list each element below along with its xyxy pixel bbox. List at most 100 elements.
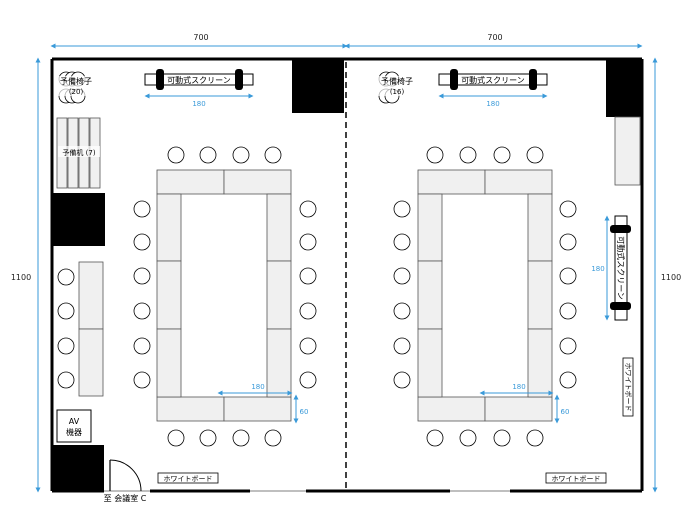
dimension-label: 60 (561, 408, 570, 416)
av-label: 機器 (66, 427, 82, 437)
table (417, 193, 443, 262)
dimension-label: 1100 (11, 273, 31, 282)
chair (526, 146, 544, 164)
chair (526, 429, 544, 447)
chair (559, 267, 577, 285)
dimension-label: 180 (591, 265, 604, 273)
table (156, 169, 225, 195)
movable-screen-right: 可動式スクリーン 180 (438, 69, 548, 108)
whiteboard-left: ホワイトボード (157, 472, 219, 484)
chair (133, 302, 151, 320)
chair (559, 337, 577, 355)
chair (133, 200, 151, 218)
dimension-label: 180 (486, 100, 499, 108)
chair (493, 146, 511, 164)
chair (57, 337, 75, 355)
spare-chairs-right: 予備椅子 (16) (378, 71, 416, 104)
whiteboard-right: ホワイトボード (545, 472, 607, 484)
chair (426, 146, 444, 164)
chair (57, 371, 75, 389)
chair (133, 371, 151, 389)
table (156, 328, 182, 398)
chair (133, 267, 151, 285)
side-cabinet (614, 116, 641, 186)
chair (133, 337, 151, 355)
wall-table-group (57, 261, 104, 397)
table (484, 396, 553, 422)
whiteboard-side: ホワイトボード (622, 357, 634, 417)
spare-chairs-count: (20) (69, 88, 84, 96)
pillar (292, 59, 344, 113)
table (417, 328, 443, 398)
chair (559, 200, 577, 218)
table (156, 193, 182, 262)
table (78, 261, 104, 330)
pillar (52, 193, 105, 246)
chair (299, 200, 317, 218)
table (223, 169, 292, 195)
dimension-width-right: 700 (344, 33, 643, 49)
spare-chairs-left: 予備椅子 (20) (58, 71, 94, 104)
chair (393, 200, 411, 218)
table (417, 169, 486, 195)
chair (299, 371, 317, 389)
chair (167, 429, 185, 447)
chair (459, 429, 477, 447)
chair (559, 371, 577, 389)
dimension-label: 700 (487, 33, 502, 42)
table (417, 260, 443, 330)
chair (393, 302, 411, 320)
screen-label: 可動式スクリーン (616, 236, 626, 300)
chair (426, 429, 444, 447)
chair (199, 429, 217, 447)
dimension-width-left: 700 (50, 33, 348, 49)
pillar (606, 59, 642, 117)
movable-screen-side: 可動式スクリーン 180 (591, 215, 631, 321)
entrance-door[interactable] (109, 459, 142, 492)
chair (393, 267, 411, 285)
chair (493, 429, 511, 447)
spare-chairs-label: 予備椅子 (60, 76, 92, 86)
screen-label: 可動式スクリーン (167, 75, 231, 85)
table (266, 193, 292, 262)
chair (299, 302, 317, 320)
table-arrangement-right: 180 60 (393, 146, 577, 447)
chair (559, 233, 577, 251)
walls (50, 57, 644, 493)
chair (299, 337, 317, 355)
table-arrangement-left: 180 60 (133, 146, 317, 447)
av-equipment: AV 機器 (56, 409, 92, 443)
table (78, 328, 104, 397)
whiteboard-label: ホワイトボード (164, 475, 213, 483)
chair (264, 146, 282, 164)
table (223, 396, 292, 422)
chair (299, 233, 317, 251)
table (527, 193, 553, 262)
chair (133, 233, 151, 251)
dimension-label: 180 (512, 383, 525, 391)
whiteboard-label: ホワイトボード (552, 475, 601, 483)
chair (264, 429, 282, 447)
chair (57, 302, 75, 320)
chair (299, 267, 317, 285)
screen-label: 可動式スクリーン (461, 75, 525, 85)
av-label: AV (69, 417, 80, 426)
whiteboard-label: ホワイトボード (624, 363, 632, 412)
movable-screen-left: 可動式スクリーン 180 (144, 69, 254, 108)
table (527, 328, 553, 398)
table (527, 260, 553, 330)
dimension-label: 1100 (661, 273, 681, 282)
table (266, 328, 292, 398)
table (266, 260, 292, 330)
pillar (52, 445, 104, 491)
dimension-height-right: 1100 (652, 57, 681, 493)
dimension-height-left: 1100 (11, 57, 41, 493)
spare-chairs-count: (16) (390, 88, 405, 96)
spare-desks-label: 予備机 (7) (62, 148, 95, 157)
chair (167, 146, 185, 164)
chair (199, 146, 217, 164)
table (156, 260, 182, 330)
spare-chairs-label: 予備椅子 (381, 76, 413, 86)
spare-desks: 予備机 (7) (56, 117, 101, 189)
dimension-label: 180 (192, 100, 205, 108)
